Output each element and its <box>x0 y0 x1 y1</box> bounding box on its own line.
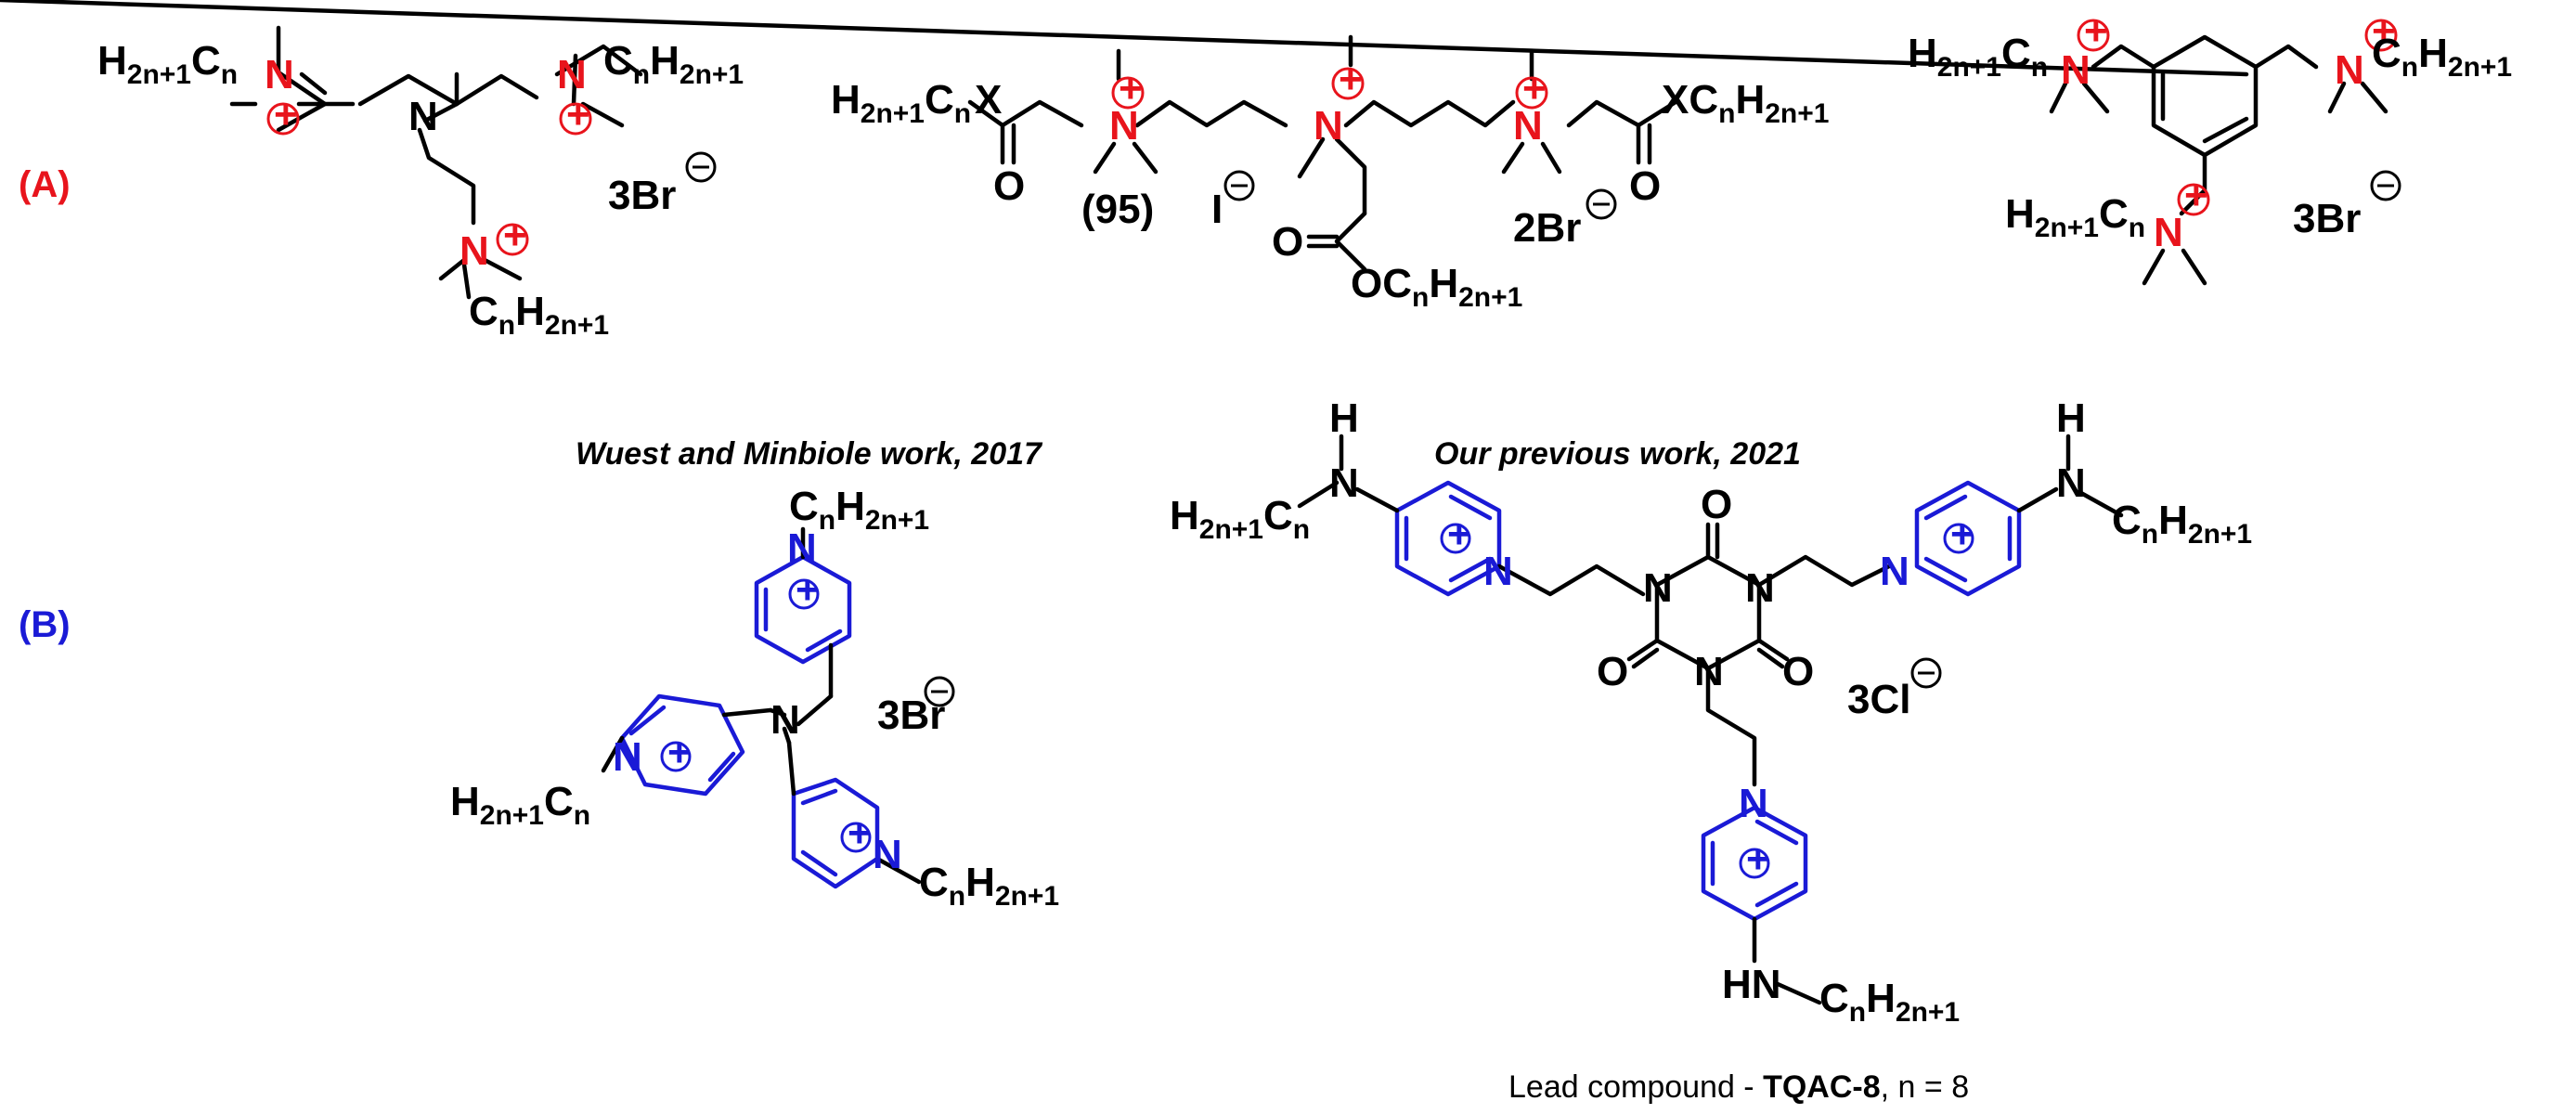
svg-text:OCnH2n+1: OCnH2n+1 <box>1351 261 1522 313</box>
svg-text:+: + <box>848 810 872 856</box>
oxygen-a2-left: O <box>993 163 1025 209</box>
isocyanurate-n-bottom: N <box>1694 649 1724 694</box>
amine-nh-b2-bottom: HN <box>1722 962 1781 1007</box>
svg-text:H2n+1Cn: H2n+1Cn <box>450 779 590 831</box>
isocyanurate-o-top: O <box>1701 482 1732 527</box>
svg-text:CnH2n+1: CnH2n+1 <box>469 289 609 341</box>
compound-a1: H2n+1Cn N + N N + CnH2n+1 N + CnH2n+1 3B… <box>97 25 744 341</box>
svg-text:CnH2n+1: CnH2n+1 <box>919 860 1059 912</box>
compound-b2: H N H2n+1Cn + N N O N O N O N + H N CnH2… <box>1170 395 2252 1028</box>
pyridinium-n-b2-bottom: N <box>1739 781 1768 826</box>
isocyanurate-o-left: O <box>1597 649 1628 694</box>
oxygen-a2-carbonyl: O <box>1272 219 1303 265</box>
caption-prior-art: Wuest and Minbiole work, 2017 <box>576 436 1043 472</box>
svg-text:CnH2n+1: CnH2n+1 <box>2372 31 2512 83</box>
svg-text:CnH2n+1: CnH2n+1 <box>1819 976 1960 1028</box>
svg-text:CnH2n+1: CnH2n+1 <box>603 38 744 90</box>
svg-text:+: + <box>1447 512 1471 557</box>
svg-text:+: + <box>2184 173 2208 218</box>
nitrogen-central-a1: N <box>408 94 438 139</box>
pyridinium-n-b1-top: N <box>787 525 817 571</box>
counterion-iodide: I <box>1211 187 1223 232</box>
counterion-b2: 3Cl <box>1847 677 1910 722</box>
caption-previous-work: Our previous work, 2021 <box>1434 436 1801 472</box>
svg-text:+: + <box>667 730 692 775</box>
amine-h-b2-left: H <box>1329 395 1359 441</box>
svg-text:CnH2n+1: CnH2n+1 <box>789 484 929 536</box>
pyridinium-n-b2-left: N <box>1483 549 1513 594</box>
isocyanurate-n-left: N <box>1643 565 1673 611</box>
panel-label-a: (A) <box>19 164 71 205</box>
svg-text:H2n+1Cn: H2n+1Cn <box>1170 493 1310 545</box>
svg-text:+: + <box>2084 8 2108 54</box>
svg-text:+: + <box>566 92 590 137</box>
svg-text:+: + <box>274 92 298 137</box>
nitrogen-cation-a3-left: N <box>2061 47 2091 93</box>
svg-text:+: + <box>1950 512 1974 557</box>
isocyanurate-n-right: N <box>1745 565 1775 611</box>
x-atom-left: X <box>975 77 1002 123</box>
nitrogen-cation-a2-right: N <box>1513 103 1543 149</box>
lead-compound-footer: Lead compound - TQAC-8, n = 8 <box>1508 1069 1969 1105</box>
nitrogen-cation-a3-right: N <box>2335 47 2364 93</box>
svg-text:H2n+1Cn: H2n+1Cn <box>2005 191 2145 243</box>
amine-h-b2-right: H <box>2056 395 2086 441</box>
svg-text:+: + <box>796 567 820 613</box>
nitrogen-cation-a2-center: N <box>1314 103 1343 149</box>
compound-number-95: (95) <box>1081 187 1154 232</box>
amine-n-b2-left: N <box>1329 460 1359 506</box>
svg-text:H2n+1Cn: H2n+1Cn <box>97 38 238 90</box>
counterion-a1: 3Br <box>608 173 676 218</box>
oxygen-a2-right: O <box>1629 163 1661 209</box>
panel-label-b: (B) <box>19 604 71 645</box>
svg-text:+: + <box>1119 66 1143 111</box>
svg-text:H2n+1Cn: H2n+1Cn <box>831 77 971 129</box>
svg-text:+: + <box>2372 8 2396 54</box>
nitrogen-cation-a2-left: N <box>1109 103 1139 149</box>
svg-text:CnH2n+1: CnH2n+1 <box>2112 498 2252 550</box>
counterion-a3: 3Br <box>2293 196 2361 241</box>
isocyanurate-o-right: O <box>1782 649 1814 694</box>
svg-text:+: + <box>1339 57 1363 102</box>
counterion-b1: 3Br <box>877 693 945 738</box>
compound-a3: H2n+1Cn N + N + CnH2n+1 H2n+1Cn N + 3Br <box>0 0 2512 286</box>
pyridinium-n-b1-right: N <box>873 832 902 877</box>
pyridinium-n-b1-left: N <box>613 734 642 780</box>
x-atom-right: XCnH2n+1 <box>1662 77 1829 129</box>
svg-text:+: + <box>1522 66 1547 111</box>
pyridinium-n-b2-right: N <box>1880 549 1909 594</box>
compound-b1: N + CnH2n+1 N 3Br N + H2n+1Cn N + CnH2n+… <box>450 484 1059 912</box>
svg-text:+: + <box>503 213 527 258</box>
nitrogen-cation-a3-bottom: N <box>2154 210 2183 255</box>
compound-a2: H2n+1Cn X O N + (95) N + I O OCnH2n+1 N … <box>831 34 1829 313</box>
svg-text:+: + <box>1746 836 1770 882</box>
svg-text:H2n+1Cn: H2n+1Cn <box>1908 31 2048 83</box>
nitrogen-cation-a1-left: N <box>265 52 294 97</box>
nitrogen-central-b1: N <box>770 697 800 743</box>
counterion-bromide-a2: 2Br <box>1513 205 1581 251</box>
nitrogen-cation-a1-right: N <box>557 52 587 97</box>
nitrogen-cation-a1-bottom: N <box>460 228 489 274</box>
amine-n-b2-right: N <box>2056 460 2086 506</box>
